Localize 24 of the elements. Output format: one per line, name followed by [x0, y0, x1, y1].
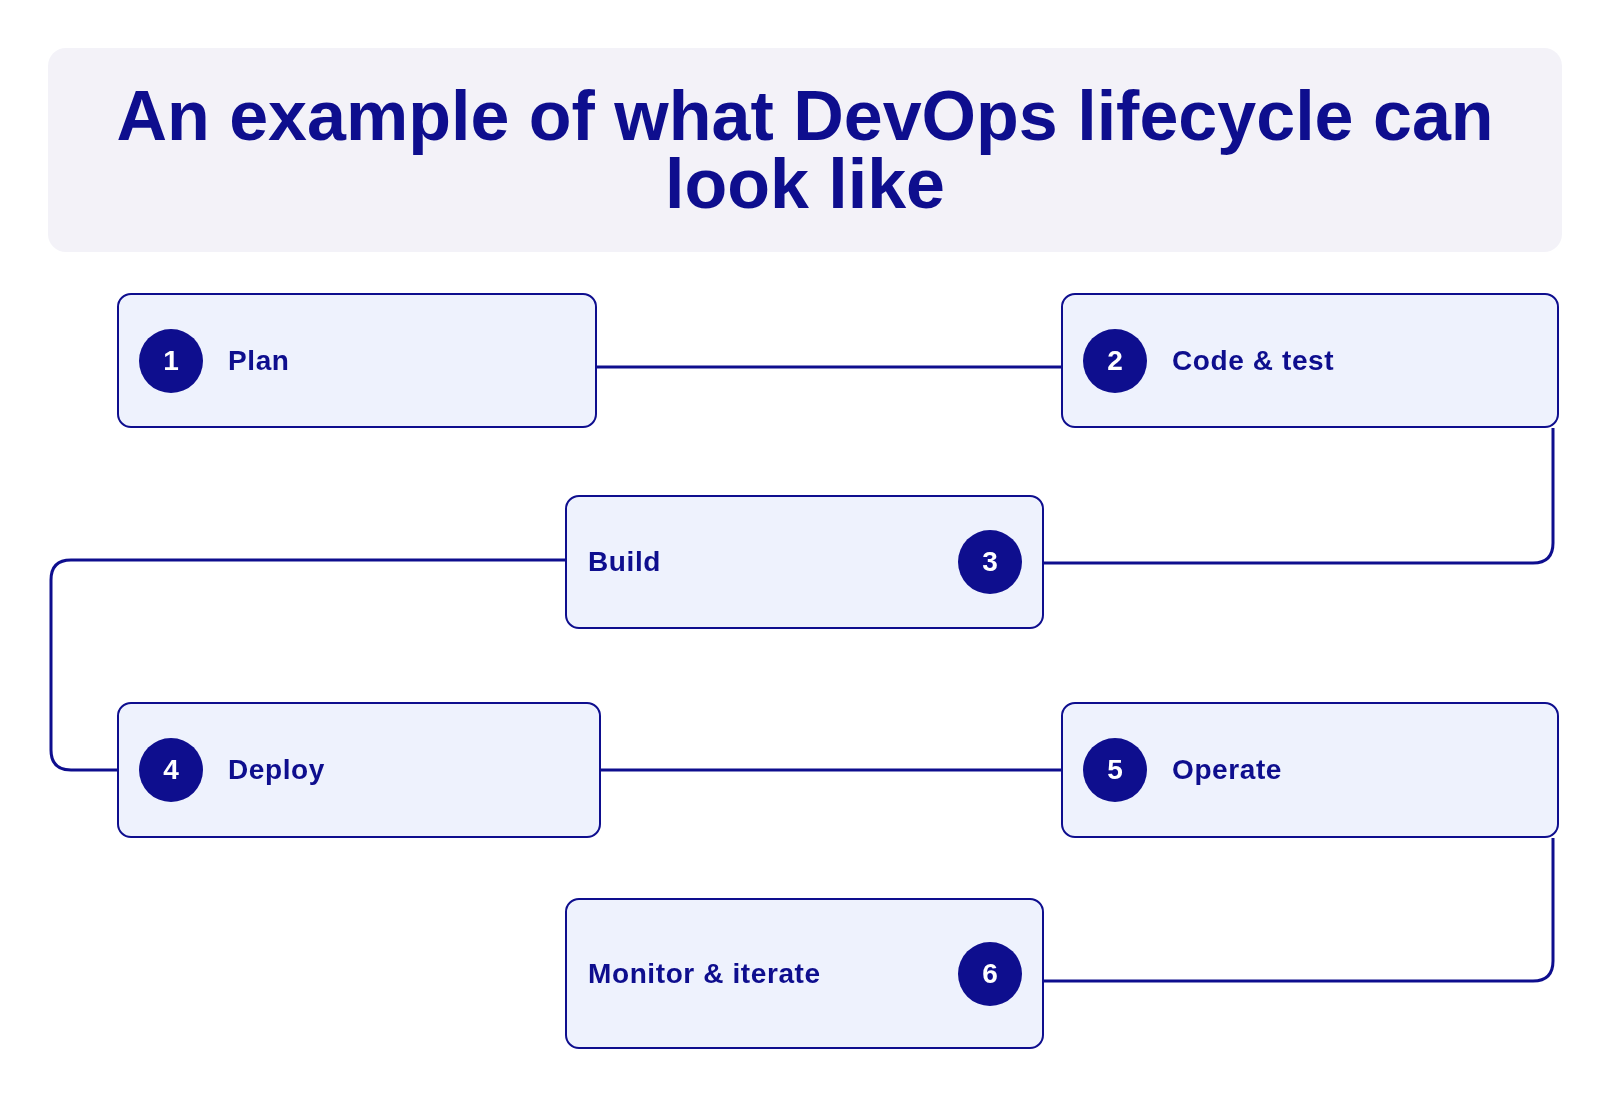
step-label: Code & test — [1172, 343, 1335, 378]
step-number: 5 — [1083, 738, 1147, 802]
step-box — [117, 293, 597, 428]
step-box — [565, 495, 1044, 629]
step-label: Plan — [228, 343, 290, 378]
title: An example of what DevOps lifecycle can look like — [115, 82, 1495, 218]
step-box — [1061, 702, 1559, 838]
connector-line — [1044, 838, 1555, 983]
step-label: Deploy — [228, 753, 325, 787]
step-number: 6 — [958, 941, 1022, 1006]
step-number: 4 — [139, 738, 203, 802]
step-number: 1 — [139, 328, 203, 393]
step-box — [117, 702, 601, 838]
step-box — [1061, 293, 1559, 428]
step-label: Build — [588, 545, 661, 579]
connector-line — [49, 558, 565, 772]
step-number: 3 — [958, 530, 1022, 594]
connector-line — [601, 768, 1061, 772]
step-number: 2 — [1083, 328, 1147, 393]
step-label: Monitor & iterate — [588, 956, 821, 991]
connector-line — [597, 365, 1061, 369]
connector-line — [1044, 428, 1555, 565]
step-label: Operate — [1172, 753, 1283, 787]
step-box — [565, 898, 1044, 1049]
